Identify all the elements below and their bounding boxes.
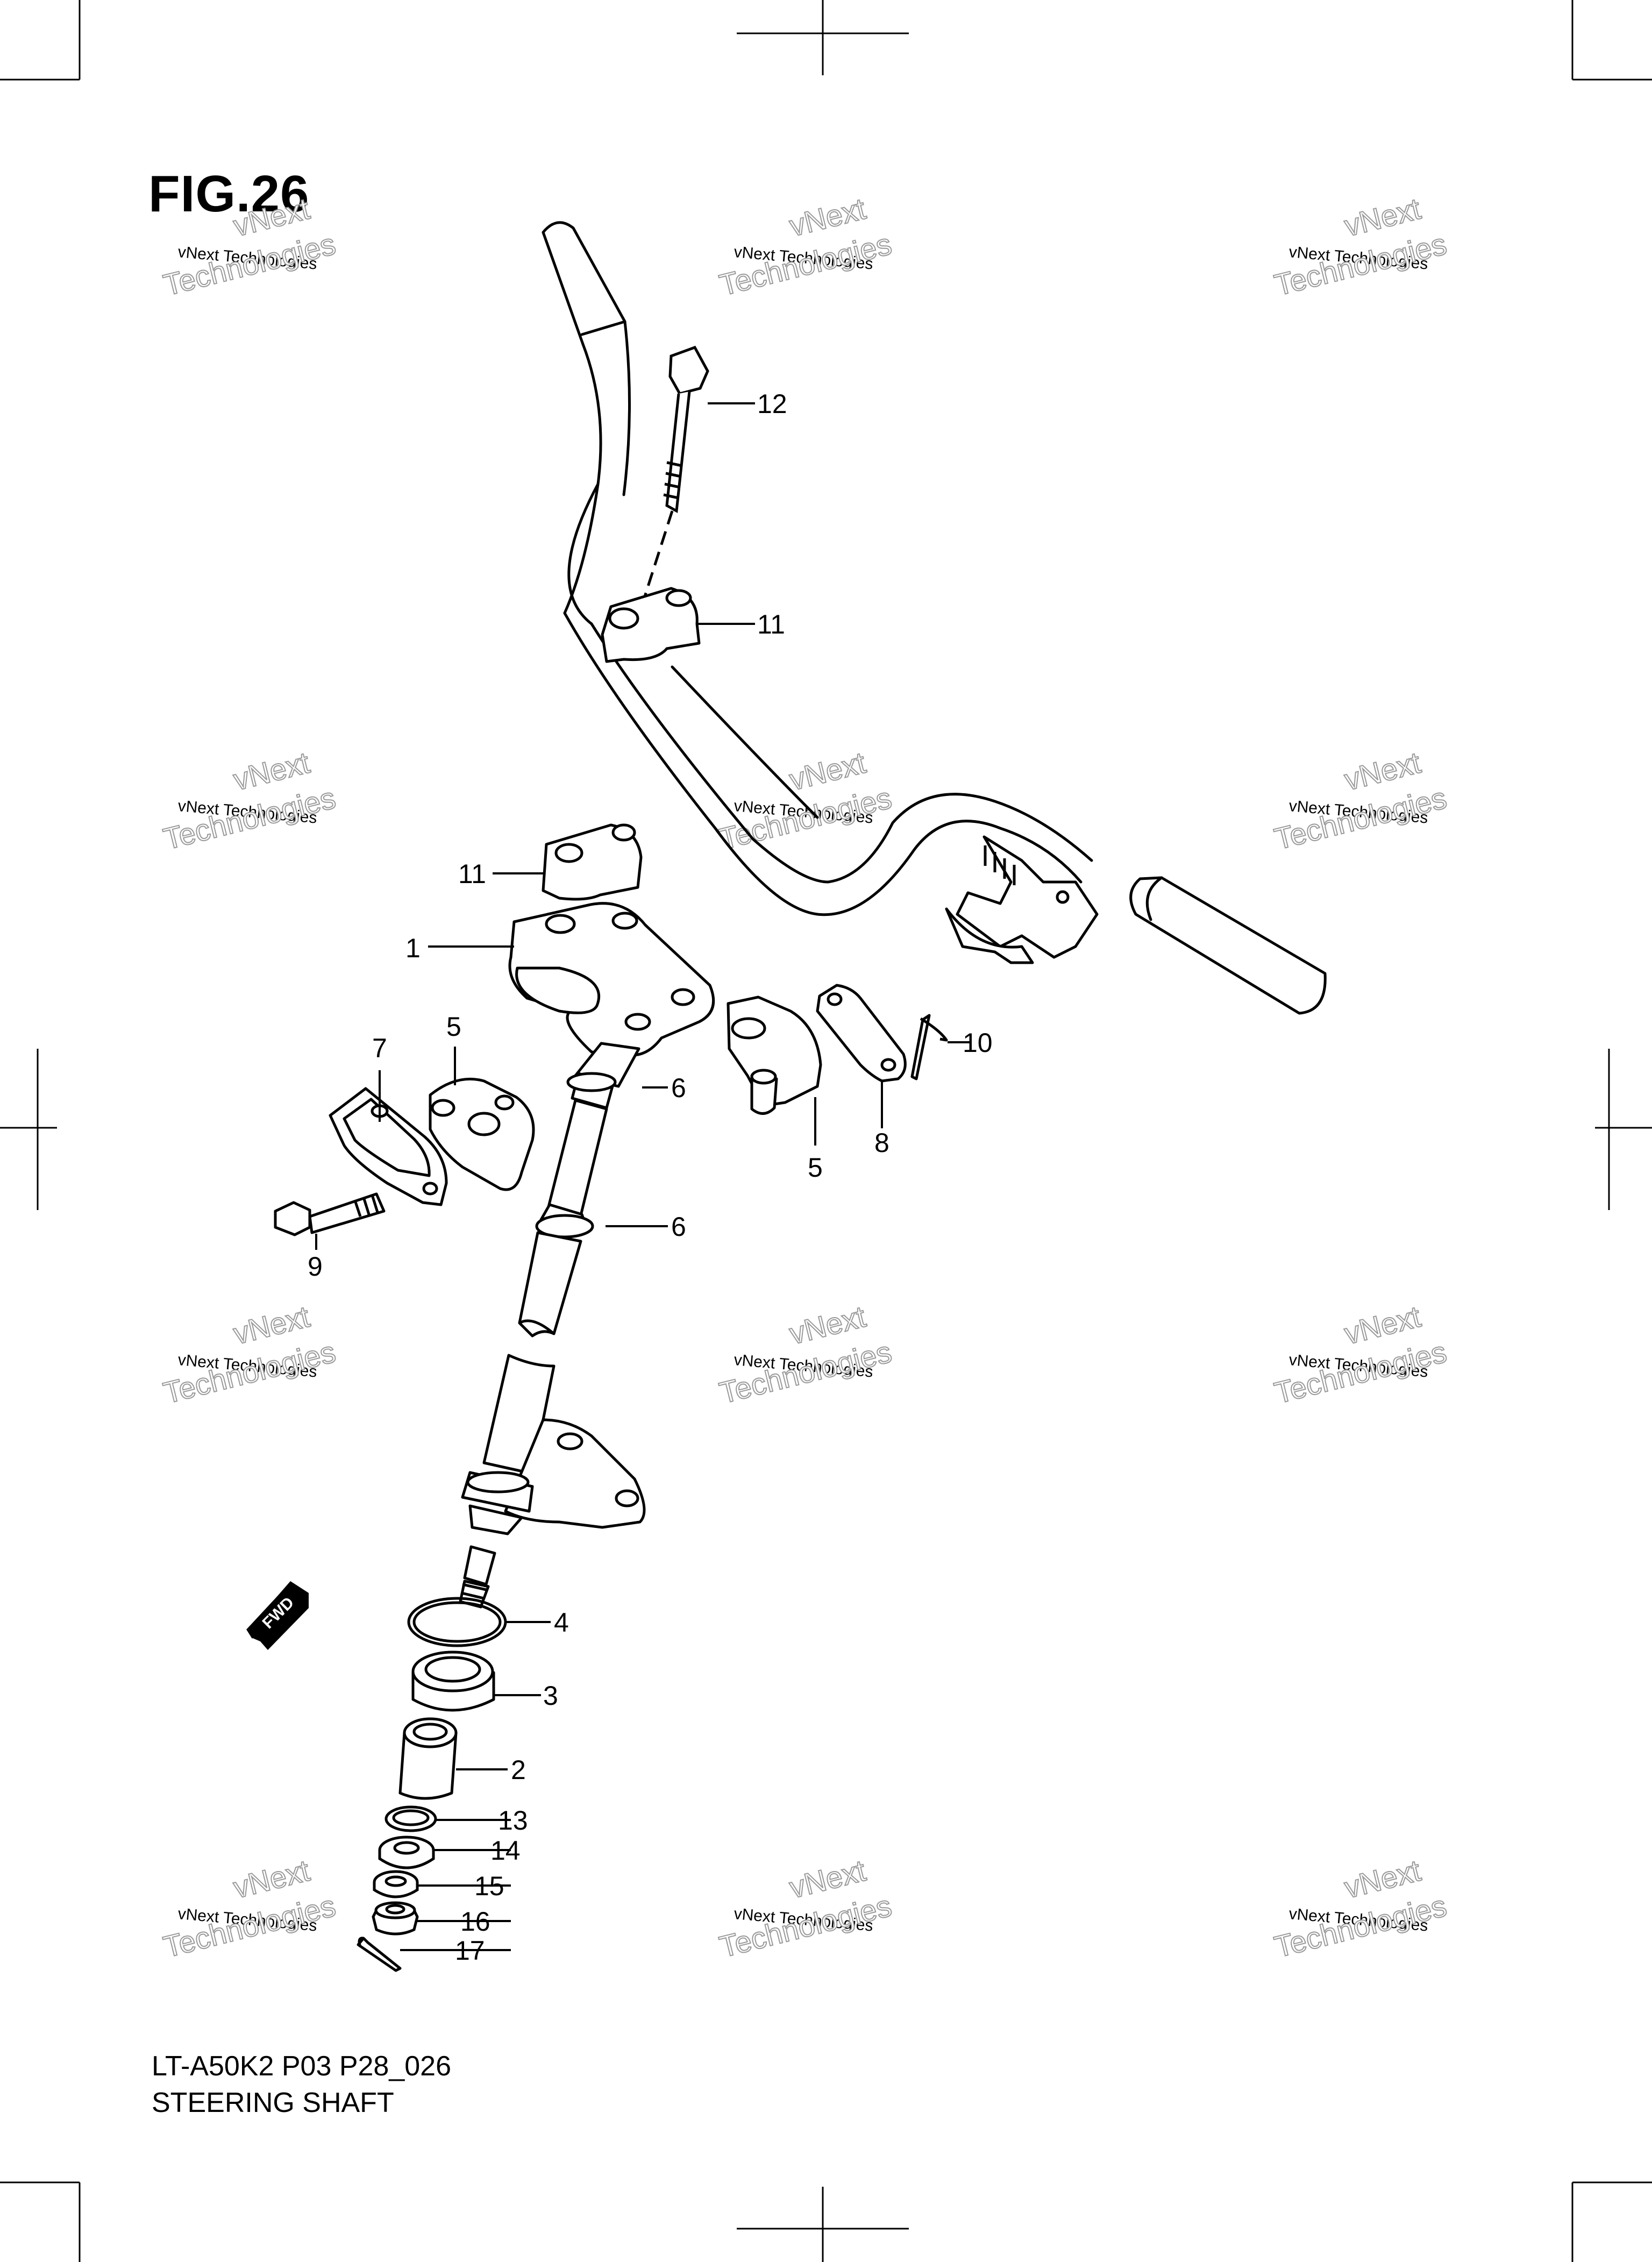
- callout-14: 14: [490, 1836, 521, 1866]
- watermark-line1: vNext: [1341, 745, 1425, 797]
- callout-labels: 12 11 11 1 7 5 6 5 8 10 6 9 4 3 2 13 14 …: [308, 389, 993, 1966]
- callout-1: 1: [405, 933, 421, 963]
- callout-6-lower: 6: [671, 1212, 686, 1242]
- steering-shaft-lower: [459, 1354, 646, 1609]
- callout-17: 17: [455, 1936, 485, 1966]
- callout-8: 8: [874, 1128, 889, 1158]
- callout-6-upper: 6: [671, 1073, 686, 1103]
- circlip: [407, 1597, 507, 1647]
- callout-2: 2: [511, 1755, 526, 1785]
- washer-14: [378, 1836, 435, 1869]
- callout-11-upper: 11: [757, 609, 785, 639]
- holder-bolt: [274, 1192, 386, 1236]
- shaft-holder-right: [727, 995, 822, 1115]
- callout-13: 13: [498, 1805, 528, 1836]
- retainer-plate: [816, 984, 907, 1083]
- callout-9: 9: [308, 1251, 323, 1282]
- shaft-holder-left: [429, 1077, 535, 1191]
- callout-5-left: 5: [446, 1012, 461, 1042]
- callout-3: 3: [543, 1681, 558, 1711]
- callout-15: 15: [474, 1871, 504, 1901]
- cotter-pin-lower: [357, 1937, 402, 1972]
- callout-10: 10: [963, 1028, 993, 1058]
- callout-12: 12: [757, 389, 787, 419]
- lower-clamp: [542, 823, 643, 901]
- callout-4: 4: [554, 1607, 569, 1638]
- throttle-lever: [945, 835, 1099, 964]
- handlebar-holder: [508, 902, 715, 1057]
- washer-15: [373, 1870, 419, 1898]
- cotter-pin-upper: [910, 1014, 948, 1080]
- callout-5-right: 5: [808, 1153, 823, 1183]
- upper-clamp: [601, 587, 701, 663]
- callout-11-lower: 11: [458, 859, 486, 889]
- callout-7: 7: [372, 1033, 387, 1063]
- bearing-nut: [411, 1651, 495, 1712]
- callout-leaders: [315, 402, 971, 1951]
- washer-13: [384, 1805, 437, 1832]
- callout-16: 16: [460, 1907, 490, 1937]
- forward-arrow-icon: FWD: [246, 1581, 309, 1650]
- bushing: [398, 1717, 458, 1800]
- figure-name: STEERING SHAFT: [152, 2087, 394, 2118]
- handlebar: [542, 221, 1327, 1015]
- model-code: LT-A50K2 P03 P28_026: [152, 2051, 452, 2082]
- figure-title: FIG.26: [148, 165, 310, 223]
- castle-nut: [372, 1901, 419, 1936]
- handlebar-clamp-bolt: [625, 345, 709, 652]
- steering-shaft: [518, 1042, 640, 1338]
- lock-plate: [329, 1087, 448, 1206]
